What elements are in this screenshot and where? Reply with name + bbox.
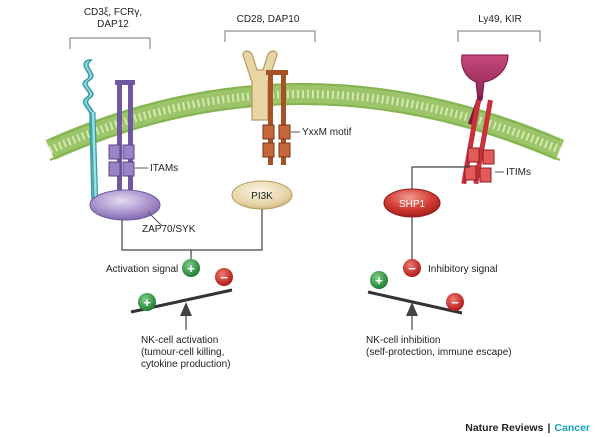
itam-chain-right [128,80,133,195]
inhibitory-minus-ball [403,259,421,277]
itim-block [464,165,477,181]
signal-connectors [121,166,470,262]
inhibitory-chain-right [473,99,493,185]
activation-balance [130,268,233,330]
activating-receptor-label-line1: CD3ξ, FCRγ, [84,7,142,18]
credit-separator: | [547,422,550,434]
balance-plus-symbol: + [375,273,383,288]
itams-label: ITAMs [150,163,178,174]
costim-chain-right [281,70,286,165]
activation-plus-symbol: + [187,261,195,276]
inhibitory-chain-left [461,99,481,185]
inhibitory-signal-label: Inhibitory signal [428,264,497,275]
balance-plus-symbol: + [143,295,151,310]
journal-credit: Nature Reviews | Cancer [465,422,590,434]
balance-plus-ball [370,271,388,289]
inhibitory-minus-symbol: − [408,261,416,276]
pi3k-label: PI3K [251,191,273,202]
yxxm-block [278,142,291,158]
activation-signal-label: Activation signal [106,264,178,275]
itim-block [467,147,480,163]
inhibitory-receptor-label: Ly49, KIR [478,14,522,25]
credit-section: Cancer [554,422,590,434]
activation-plus-ball [182,259,200,277]
inhibition-outcome-line1: NK-cell inhibition [366,335,440,346]
yxxm-block [278,124,291,140]
activation-outcome-line3: cytokine production) [141,359,231,370]
zap70-syk-kinase [89,189,161,221]
activating-receptor-label-line2: DAP12 [97,19,129,30]
itim-block [479,167,492,183]
costim-receptor [242,50,300,165]
label-brackets [69,30,541,49]
balance-minus-symbol: − [451,295,459,310]
costim-chain-left [268,70,273,165]
itim-block [482,149,495,165]
costim-receptor-label: CD28, DAP10 [237,14,300,25]
activation-outcome-line2: (tumour-cell killing, [141,347,224,358]
zap70-syk-label: ZAP70/SYK [142,224,196,235]
itam-block [108,144,121,160]
itam-block [122,144,135,160]
balance-minus-ball [446,293,464,311]
itam-block [108,161,121,177]
magenta-ligand [461,54,509,101]
credit-journal: Nature Reviews [465,422,543,434]
yxxm-motif-label: YxxM motif [302,127,352,138]
itam-chain-left [117,80,122,195]
inhibitory-receptor [461,54,509,185]
itam-block [122,161,135,177]
inhibition-balance [367,271,464,330]
tan-ligand [242,50,278,121]
activating-receptor [82,59,148,211]
balance-minus-symbol: − [220,270,228,285]
shp1-label: SHP1 [399,199,426,210]
itims-label: ITIMs [506,167,531,178]
inhibition-outcome-line2: (self-protection, immune escape) [366,347,512,358]
activation-outcome-line1: NK-cell activation [141,335,218,346]
balance-minus-ball [215,268,233,286]
yxxm-block [262,124,275,140]
yxxm-block [262,142,275,158]
balance-plus-ball [138,293,156,311]
